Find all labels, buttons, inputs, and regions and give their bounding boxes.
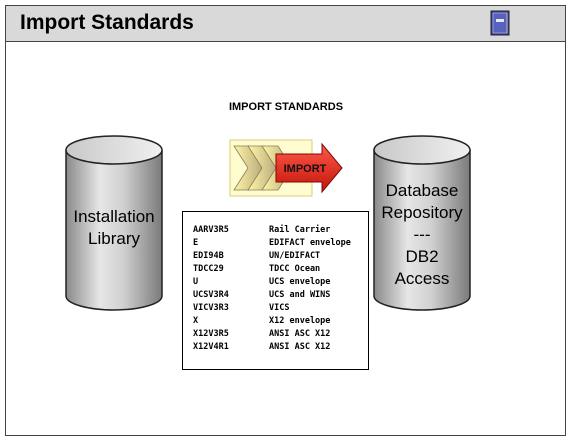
import-arrow-label: IMPORT [284,163,327,175]
standard-description: VICS [269,303,290,313]
standard-description: ANSI ASC X12 [269,342,331,352]
left-label-line: Library [88,229,140,248]
standard-code: AARV3R5 [193,225,229,235]
standards-list: AARV3R5 Rail Carrier E EDIFACT envelope … [182,211,369,370]
standard-description: Rail Carrier [269,225,331,235]
right-label-line: Database [385,181,459,200]
diagram-heading: IMPORT STANDARDS [228,101,344,113]
import-arrow-graphic: IMPORT [229,139,343,197]
page-title: Import Standards [20,11,194,34]
standard-code: X12V3R5 [193,329,229,339]
installation-library-cylinder [65,135,163,311]
standard-code: E [193,238,199,248]
standard-description: ANSI ASC X12 [269,329,331,339]
right-label-line: DB2 [405,247,439,266]
standard-code: TDCC29 [193,264,224,274]
edi-book-icon [490,10,510,36]
standard-code: VICV3R3 [193,303,229,313]
database-repository-cylinder [373,135,471,311]
standard-description: EDIFACT envelope [269,238,351,248]
right-cylinder-label: Database Repository --- DB2 Access [374,180,470,290]
left-label-line: Installation [73,207,155,226]
standard-code: EDI94B [193,251,224,261]
standard-description: UCS and WINS [269,290,331,300]
standard-code: UCSV3R4 [193,290,229,300]
standard-code: X12V4R1 [193,342,229,352]
standard-code: U [193,277,199,287]
title-bar: Import Standards [6,6,565,42]
right-label-line: --- [413,225,431,244]
standard-description: UN/EDIFACT [269,251,321,261]
standard-description: UCS envelope [269,277,331,287]
standard-description: TDCC Ocean [269,264,321,274]
left-cylinder-label: Installation Library [66,206,162,250]
right-label-line: Access [394,269,450,288]
right-label-line: Repository [381,203,463,222]
standard-code: X [193,316,199,326]
standard-description: X12 envelope [269,316,331,326]
